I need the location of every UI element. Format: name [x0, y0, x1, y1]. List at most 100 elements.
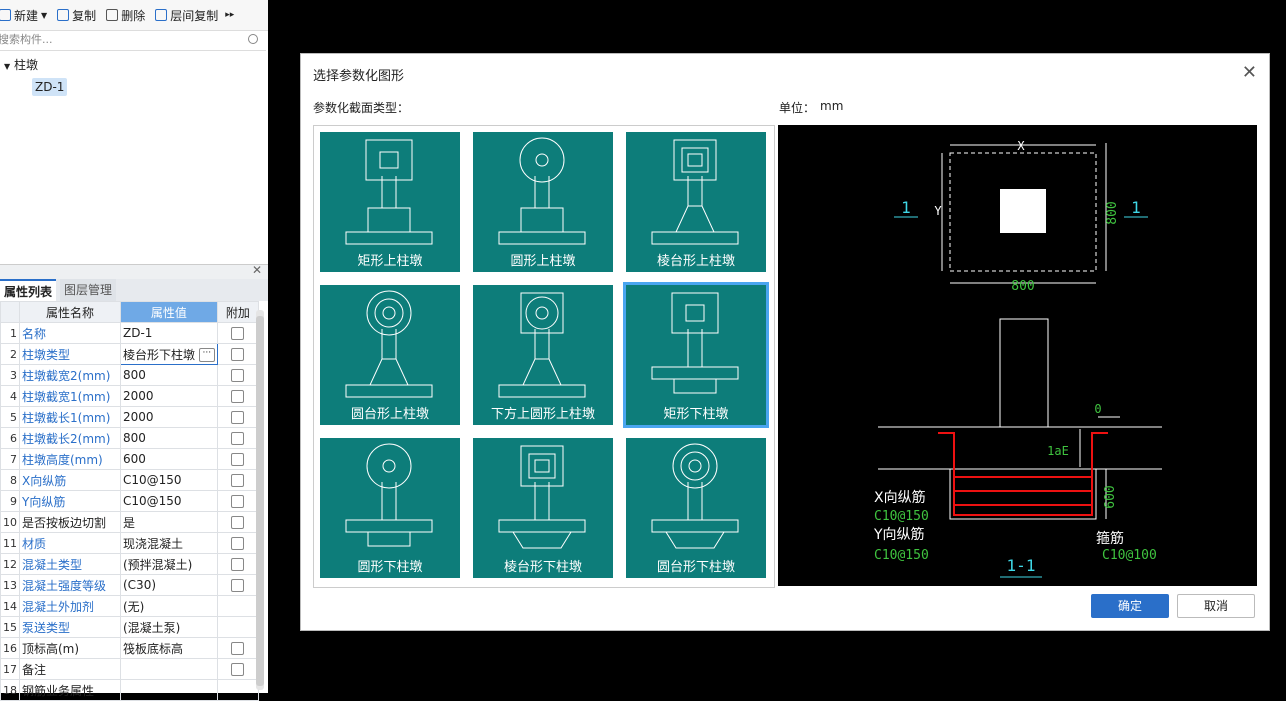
extra-checkbox[interactable] [231, 369, 245, 382]
extra-checkbox[interactable] [231, 579, 245, 592]
prop-value[interactable]: C10@150 [120, 490, 218, 512]
tab-layer-manager[interactable]: 图层管理 [60, 279, 117, 301]
extra-checkbox[interactable] [231, 516, 245, 529]
tab-property-list[interactable]: 属性列表 [0, 279, 57, 301]
prop-value[interactable]: (C30) [120, 574, 218, 596]
dim-800-right: 800 [1105, 201, 1120, 224]
search-box[interactable]: 搜索构件... [0, 30, 266, 51]
shape-card[interactable]: 矩形上柱墩 [320, 132, 460, 272]
extra-checkbox[interactable] [231, 495, 245, 508]
prop-value[interactable]: C10@150 [120, 469, 218, 491]
shape-caption: 矩形下柱墩 [663, 407, 729, 422]
extra-checkbox[interactable] [231, 537, 245, 550]
new-button[interactable]: 新建 ▼ [0, 7, 52, 24]
prop-extra [216, 343, 259, 365]
prop-value-text: 800 [123, 368, 146, 382]
ok-button[interactable]: 确定 [1091, 594, 1169, 618]
search-input[interactable]: 搜索构件... [0, 33, 53, 46]
floor-copy-button[interactable]: 层间复制 [150, 7, 223, 24]
property-scrollbar-thumb[interactable] [256, 316, 264, 686]
tree-node-zhudun[interactable]: ▼ 柱墩 [4, 58, 38, 72]
unit-label: 单位： [779, 101, 816, 115]
delete-button[interactable]: 删除 [101, 7, 150, 24]
expand-arrow-icon[interactable]: ▼ [4, 62, 11, 71]
prop-value[interactable]: 600 [120, 448, 218, 470]
dim-600: 600 [1103, 485, 1118, 508]
shape-card[interactable]: 圆台形上柱墩 [320, 285, 460, 425]
extra-checkbox[interactable] [231, 432, 245, 445]
prop-value[interactable]: (混凝土泵) [120, 616, 218, 638]
shape-card[interactable]: 圆形上柱墩 [473, 132, 613, 272]
toolbar-more-button[interactable]: ▸▸ [225, 10, 235, 20]
prop-extra [216, 364, 259, 386]
close-icon[interactable]: ✕ [251, 263, 262, 277]
extra-checkbox[interactable] [231, 474, 245, 487]
prop-value[interactable]: 800 [120, 364, 218, 386]
shape-icon [498, 445, 586, 549]
extra-checkbox[interactable] [231, 411, 245, 424]
prop-value[interactable]: (无) [120, 595, 218, 617]
prop-value[interactable]: (预拌混凝土) [120, 553, 218, 575]
cancel-button[interactable]: 取消 [1177, 594, 1255, 618]
prop-value[interactable]: 筏板底标高 [120, 637, 218, 659]
prop-name: 钢筋业务属性 [19, 679, 121, 701]
prop-value[interactable]: 棱台形下柱墩 ··· [120, 343, 218, 365]
shape-card[interactable]: 矩形下柱墩 [623, 282, 769, 428]
prop-name: 柱墩截宽2(mm) [19, 364, 121, 386]
row-number: 15 [0, 616, 20, 638]
extra-checkbox[interactable] [231, 390, 245, 403]
shape-card[interactable]: 下方上圆形上柱墩 [473, 285, 613, 425]
shape-card[interactable]: 棱台形上柱墩 [626, 132, 766, 272]
shape-card[interactable]: 圆台形下柱墩 [626, 438, 766, 578]
extra-checkbox[interactable] [231, 642, 245, 655]
shape-card[interactable]: 棱台形下柱墩 [473, 438, 613, 578]
prop-value[interactable] [120, 679, 218, 701]
stirrup-label: 箍筋 [1096, 530, 1124, 547]
extra-checkbox[interactable] [231, 327, 245, 340]
prop-value[interactable]: 2000 [120, 406, 218, 428]
tree-node-zd1[interactable]: ZD-1 [32, 78, 68, 96]
prop-value[interactable]: ZD-1 [120, 322, 218, 344]
prop-name: 柱墩截宽1(mm) [19, 385, 121, 407]
shape-caption: 矩形上柱墩 [357, 254, 423, 269]
dim-x: X [1017, 139, 1025, 153]
floor-copy-icon [155, 9, 168, 21]
close-icon[interactable]: ✕ [1241, 62, 1257, 83]
more-options-icon[interactable]: ··· [198, 348, 215, 362]
prop-value[interactable]: 现浇混凝土 [120, 532, 218, 554]
copy-button[interactable]: 复制 [52, 7, 101, 24]
row-number: 14 [0, 595, 20, 617]
prop-value-text: ZD-1 [123, 326, 153, 340]
row-number: 4 [0, 385, 20, 407]
prop-value[interactable] [120, 658, 218, 680]
prop-value[interactable]: 2000 [120, 385, 218, 407]
extra-checkbox[interactable] [231, 453, 245, 466]
y-bar-value: C10@150 [874, 548, 929, 563]
prop-value-text: 是 [123, 515, 136, 530]
extra-checkbox[interactable] [231, 348, 245, 361]
prop-value[interactable]: 是 [120, 511, 218, 533]
shape-card[interactable]: 圆形下柱墩 [320, 438, 460, 578]
prop-name: Y向纵筋 [19, 490, 121, 512]
extra-checkbox[interactable] [231, 663, 245, 676]
extra-checkbox[interactable] [231, 558, 245, 571]
prop-value[interactable]: 800 [120, 427, 218, 449]
